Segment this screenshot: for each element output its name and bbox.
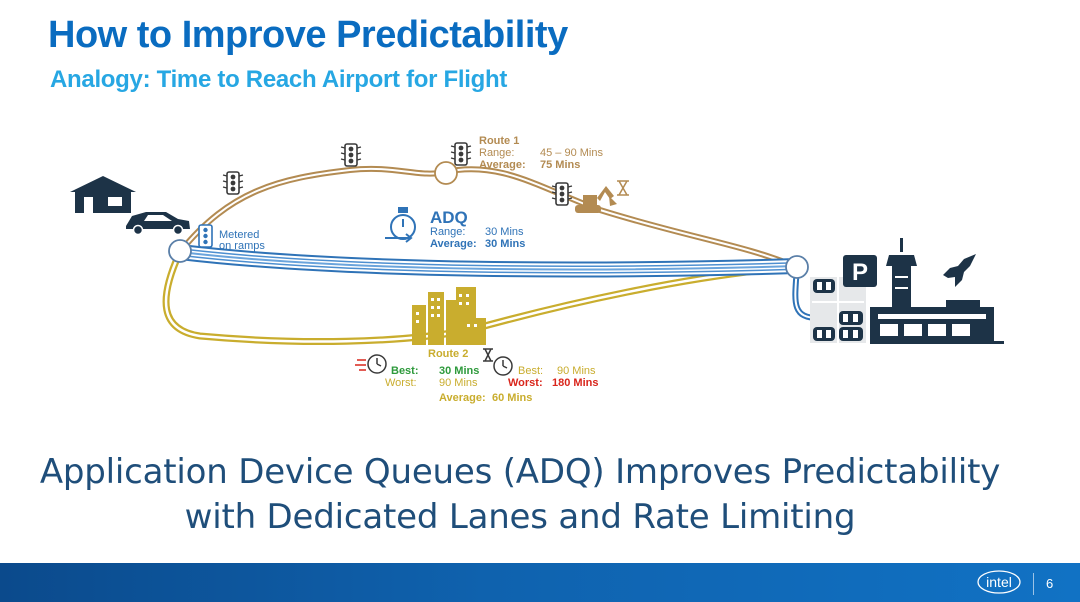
parking-lot-icon	[810, 277, 866, 343]
parking-sign-icon: P	[843, 255, 877, 287]
adq-lanes	[179, 244, 819, 321]
route1-average-value: 75 Mins	[540, 159, 580, 171]
page-number: 6	[1046, 576, 1054, 591]
excavator-icon	[575, 186, 617, 213]
conclusion-line-2: with Dedicated Lanes and Rate Limiting	[184, 497, 856, 537]
buildings-icon	[412, 287, 486, 345]
car-icon	[126, 212, 190, 236]
route2-left-best-value: 30 Mins	[439, 365, 479, 377]
footer-divider	[1033, 573, 1034, 595]
route1-title: Route 1	[479, 135, 519, 147]
route1-range-label: Range:	[479, 147, 514, 159]
route2-title: Route 2	[428, 348, 468, 360]
slide-title: How to Improve Predictability	[48, 14, 568, 56]
route2-left-worst-value: 90 Mins	[439, 377, 478, 389]
route2-right-best-label: Best:	[518, 365, 543, 377]
route2-right-best-value: 90 Mins	[557, 365, 596, 377]
adq-average-value: 30 Mins	[485, 238, 525, 250]
intel-logo-text: intel	[986, 574, 1012, 590]
route-junction-start	[168, 239, 192, 263]
adq-range-label: Range:	[430, 226, 465, 238]
traffic-light-icon	[340, 143, 362, 167]
route1-range-value: 45 – 90 Mins	[540, 147, 603, 159]
footer-bar	[0, 563, 1080, 602]
conclusion-line-1: Application Device Queues (ADQ) Improves…	[39, 452, 1001, 492]
adq-title: ADQ	[430, 208, 468, 227]
metered-ramp-light-icon	[198, 224, 213, 248]
airport-terminal-icon	[870, 300, 1004, 344]
route1-average-label: Average:	[479, 159, 526, 171]
route-diagram: Metered on ramps Route 1 Range: 45 – 90 …	[70, 135, 1004, 404]
parking-sign-letter: P	[852, 259, 868, 286]
route2-left-worst-label: Worst:	[385, 377, 417, 389]
adq-average-label: Average:	[430, 238, 477, 250]
intel-logo: intel	[977, 570, 1021, 594]
airplane-icon	[943, 254, 976, 287]
adq-range-value: 30 Mins	[485, 226, 524, 238]
route2-right-worst-label: Worst:	[508, 377, 543, 389]
stopwatch-icon	[385, 207, 416, 243]
control-tower-icon	[886, 238, 917, 310]
metered-label-line1: Metered	[219, 229, 259, 241]
route2-average-label: Average:	[439, 392, 486, 404]
traffic-light-icon	[450, 142, 472, 166]
route2-road	[162, 250, 798, 346]
traffic-light-icon	[222, 171, 244, 195]
house-icon	[70, 176, 136, 213]
route1-junction	[434, 161, 458, 185]
metered-label-line2: on ramps	[219, 240, 265, 252]
route2-left-best-label: Best:	[391, 365, 419, 377]
stopwatch-fast-icon	[355, 354, 387, 374]
route2-average-value: 60 Mins	[492, 392, 532, 404]
route2-right-worst-value: 180 Mins	[552, 377, 598, 389]
route-junction-end	[785, 255, 809, 279]
slide-subtitle: Analogy: Time to Reach Airport for Fligh…	[50, 66, 508, 93]
route1-road	[177, 165, 799, 270]
hourglass-icon	[617, 180, 629, 196]
stopwatch-slow-icon	[483, 348, 513, 376]
